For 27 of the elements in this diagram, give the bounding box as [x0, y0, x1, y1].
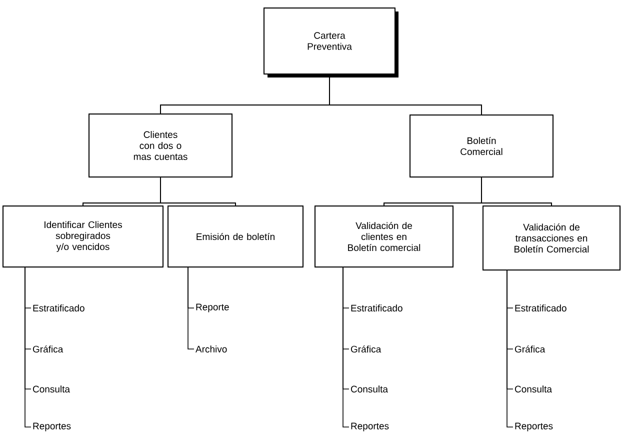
branch-label: Reportes [515, 422, 553, 432]
connector-line [342, 267, 350, 428]
branch-label: Archivo [196, 346, 227, 352]
branch-label: Estratificado [351, 304, 402, 312]
branch-label: Reportes [351, 422, 389, 432]
connector-line [188, 267, 194, 350]
connector-line [481, 177, 552, 206]
branch-label: Gráfica [32, 345, 64, 353]
branch-label: Gráfica [514, 345, 546, 353]
branch-label: Consulta [351, 386, 388, 392]
connector-line [160, 177, 236, 206]
process-box: Emisión de boletín [168, 206, 304, 268]
process-box: Boletín Comercial [410, 114, 554, 178]
process-box: Validación de clientes en Boletín comercial [314, 206, 454, 268]
connector-line [24, 267, 32, 428]
connector-line [506, 270, 514, 428]
branch-label: Gráfica [350, 345, 382, 353]
process-box: Identificar Clientes sobregirados y/o vencidos [2, 206, 164, 268]
branch-label: Consulta [515, 386, 552, 392]
branch-label: Reportes [33, 422, 71, 432]
branch-label: Estratificado [33, 304, 84, 312]
process-box: Validación de transacciones en Boletín Comercial [482, 206, 620, 270]
root-box: Cartera Preventiva [264, 8, 398, 78]
branch-label: Reporte [196, 304, 229, 312]
process-box: Clientes con dos o mas cuentas [88, 114, 232, 178]
branch-label: Estratificado [515, 304, 566, 312]
branch-label: Consulta [33, 386, 70, 392]
